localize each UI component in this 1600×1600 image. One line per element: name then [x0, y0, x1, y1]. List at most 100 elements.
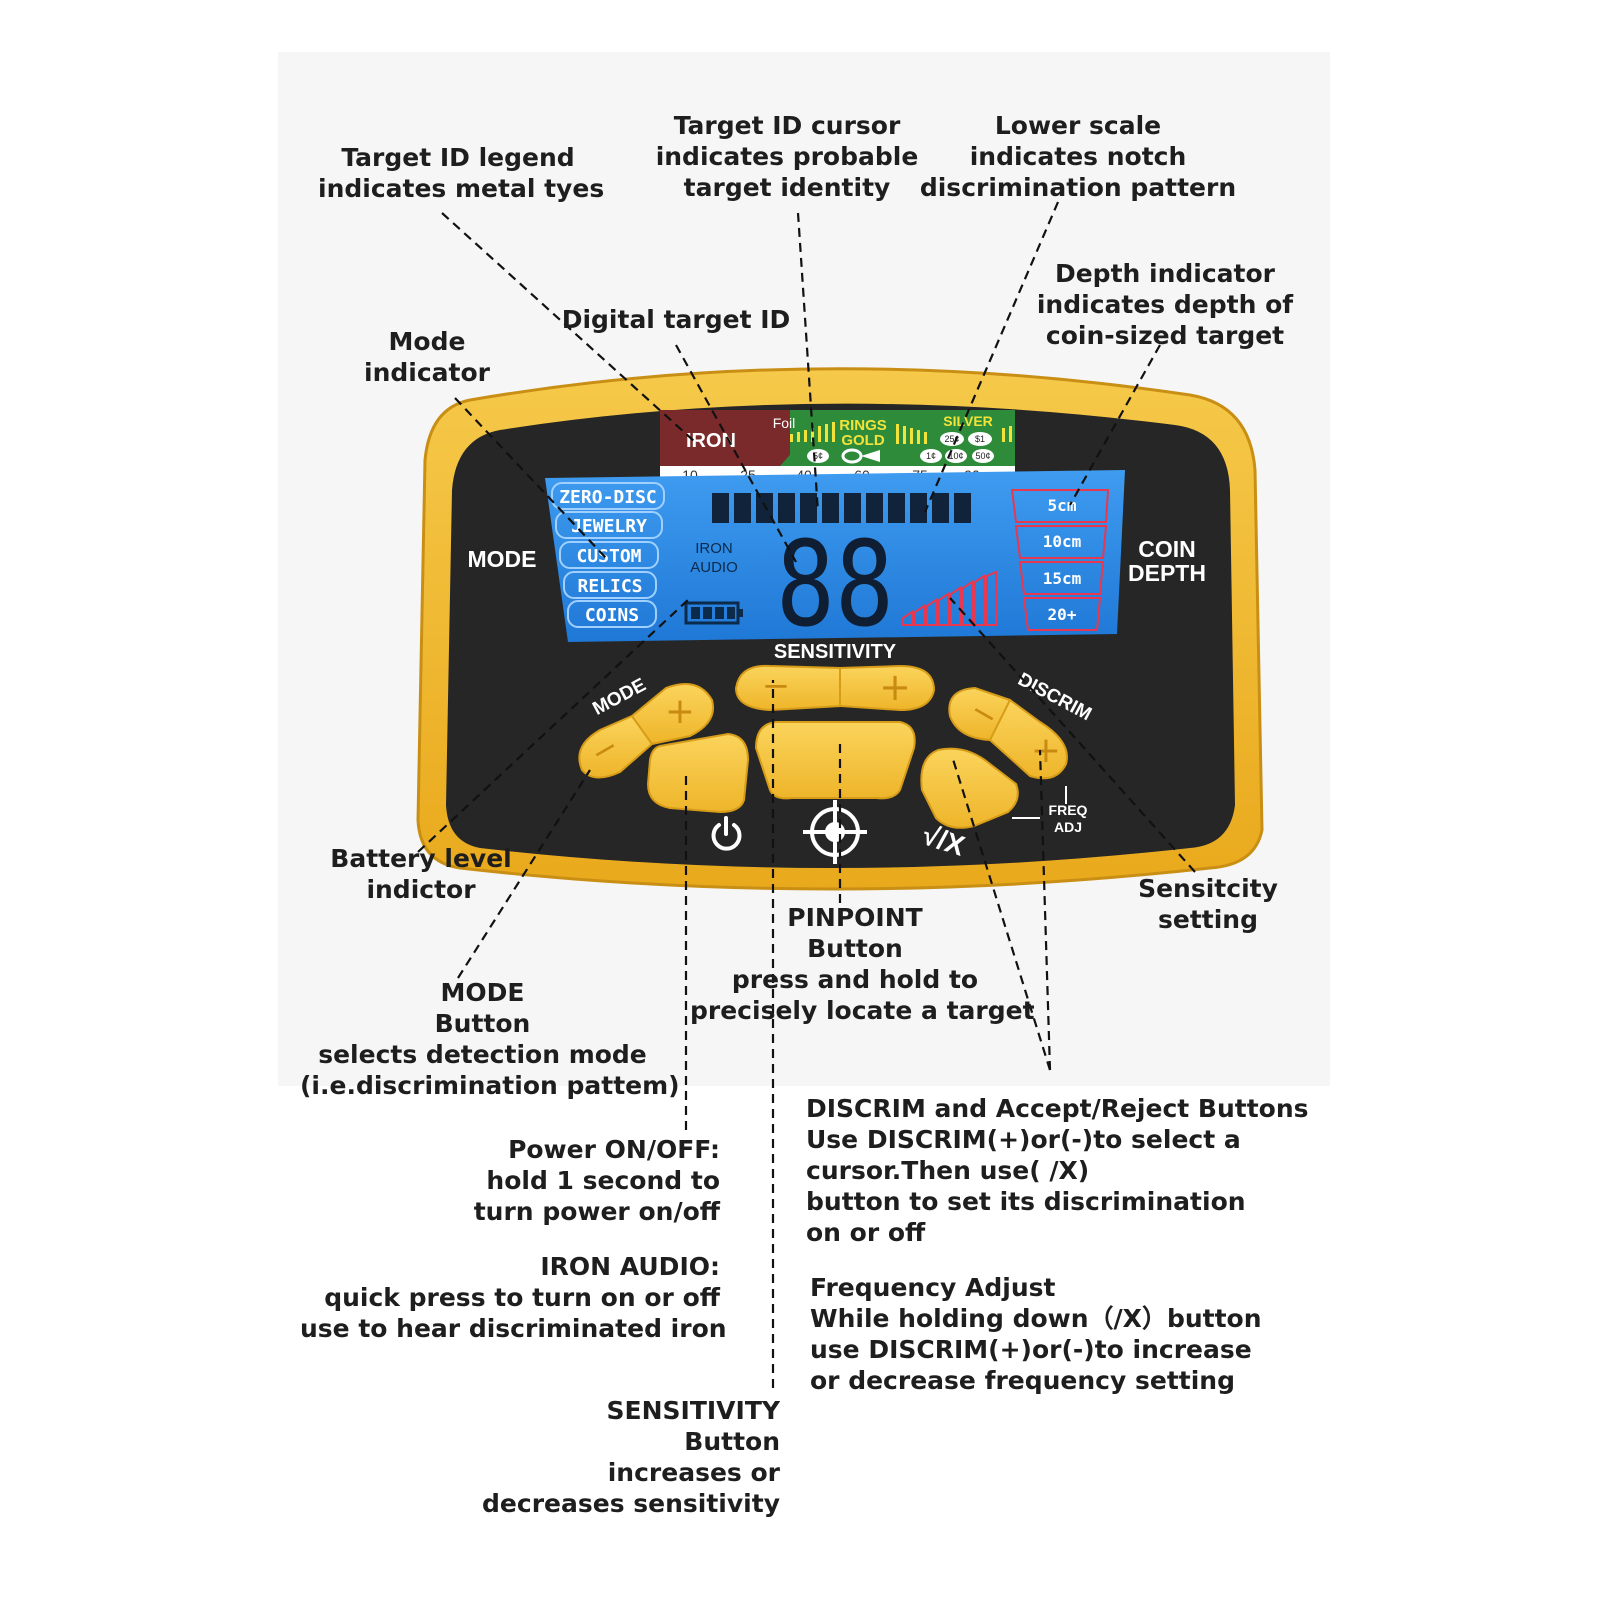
leader-mode-indicator — [454, 397, 607, 559]
callout-line: indicates depth of — [1036, 290, 1294, 319]
callout-depth-indicator: Depth indicator indicates depth of coin-… — [1030, 258, 1300, 351]
callout-line: Power ON/OFF: — [508, 1135, 720, 1164]
callout-line: Mode — [388, 327, 466, 356]
mode-plus-button[interactable] — [630, 683, 714, 746]
rings-label: RINGS — [839, 417, 887, 434]
leader-target-id-cursor — [796, 212, 820, 513]
coin-50c: 50¢ — [975, 451, 990, 461]
foil-label: Foil — [773, 415, 796, 431]
callout-lower-scale: Lower scale indicates notch discriminati… — [918, 110, 1238, 203]
digital-target-id: 88 — [776, 515, 894, 653]
mode-zero-disc: ZERO-DISC — [559, 487, 657, 508]
callout-line: Battery level — [330, 844, 512, 873]
leader-sensitivity-setting — [949, 597, 1196, 873]
ring-icon — [841, 448, 880, 464]
power-icon — [711, 816, 742, 851]
coin-5c: 5¢ — [813, 451, 823, 461]
callout-frequency: Frequency Adjust While holding down（/X）b… — [810, 1272, 1280, 1396]
iron-zone-label: IRON — [686, 430, 736, 452]
freq-adj-label-1: FREQ — [1049, 802, 1088, 818]
callout-line: PINPOINT — [787, 903, 923, 932]
callout-line: coin-sized target — [1045, 321, 1285, 350]
mode-side-label: MODE — [468, 546, 537, 572]
iron-audio-lcd-1: IRON — [695, 540, 733, 557]
depth-20-plus: 20+ — [1048, 605, 1077, 624]
coin-depth-label-1: COIN — [1138, 536, 1196, 562]
silver-label: SILVER — [943, 413, 993, 429]
callout-line: Button — [684, 1427, 780, 1456]
callout-pinpoint: PINPOINT Button press and hold to precis… — [690, 902, 1035, 1026]
pinpoint-button[interactable] — [754, 721, 916, 800]
notch-segments — [712, 493, 971, 523]
mode-coins: COINS — [585, 605, 639, 626]
leader-mode-button — [457, 769, 591, 979]
mode-indicator: ZERO-DISC JEWELRY CUSTOM RELICS COINS — [551, 482, 665, 628]
callout-line: turn power on/off — [473, 1197, 720, 1226]
callout-power: Power ON/OFF: hold 1 second to turn powe… — [420, 1134, 720, 1227]
callout-line: SENSITIVITY — [606, 1396, 780, 1425]
callout-line: button to set its discrimination — [806, 1187, 1246, 1216]
callout-line: Frequency Adjust — [810, 1273, 1056, 1302]
callout-line: indictor — [366, 875, 476, 904]
callout-line: DISCRIM and Accept/Reject Buttons — [806, 1094, 1309, 1123]
callout-mode-indicator: Mode indicator — [352, 326, 502, 388]
callout-line: target identity — [683, 173, 891, 202]
sensitivity-label: SENSITIVITY — [774, 641, 897, 663]
accept-reject-button[interactable] — [920, 747, 1019, 829]
power-button[interactable] — [646, 732, 750, 814]
sensitivity-bars — [902, 570, 997, 626]
callout-line: indicates notch — [969, 142, 1187, 171]
callout-line: Target ID cursor — [673, 111, 901, 140]
sensitivity-plus-button[interactable] — [839, 664, 936, 712]
callout-line: Button — [807, 934, 903, 963]
callout-line: While holding down（/X）button — [810, 1304, 1262, 1333]
callout-mode-button: MODE Button selects detection mode (i.e.… — [300, 977, 680, 1101]
coin-25c: 25¢ — [944, 434, 959, 444]
sensitivity-plus-sign: + — [879, 665, 911, 709]
coin-1-dollar: $1 — [975, 434, 985, 444]
sensitivity-minus-button[interactable] — [734, 664, 841, 712]
callout-line: (i.e.discrimination pattem) — [300, 1071, 680, 1100]
lcd-screen — [545, 470, 1125, 642]
callout-line: use DISCRIM(+)or(-)to increase — [810, 1335, 1252, 1364]
scale-bars — [790, 422, 1012, 444]
iron-audio-lcd-2: AUDIO — [690, 559, 738, 576]
sensitivity-minus-sign: − — [762, 666, 791, 706]
depth-10cm: 10cm — [1043, 532, 1082, 551]
leader-lower-scale — [923, 201, 1060, 513]
target-id-legend: IRON Foil RINGS GOLD SILVER 25¢ $1 5¢ 1¢… — [660, 410, 1015, 484]
mode-plus-sign: + — [665, 691, 695, 732]
callout-line: IRON AUDIO: — [540, 1252, 720, 1281]
callout-line: selects detection mode — [318, 1040, 647, 1069]
callout-sensitivity-button: SENSITIVITY Button increases or decrease… — [470, 1395, 780, 1519]
discrim-plus-sign: + — [1031, 730, 1061, 771]
callout-line: indicator — [364, 358, 490, 387]
leader-target-id-legend — [441, 212, 696, 443]
callout-line: indicates probable — [655, 142, 919, 171]
gold-label: GOLD — [841, 432, 884, 449]
callout-battery: Battery level indictor — [326, 843, 516, 905]
mode-minus-button[interactable] — [578, 714, 654, 779]
callout-line: hold 1 second to — [486, 1166, 720, 1195]
callout-line: indicates metal tyes — [318, 174, 605, 203]
leader-lines — [417, 201, 1196, 1388]
callout-sensitivity-setting: Sensitcity setting — [1128, 873, 1288, 935]
leader-frequency — [950, 755, 1052, 1071]
callout-line: Lower scale — [994, 111, 1162, 140]
callout-line: Depth indicator — [1054, 259, 1276, 288]
callout-line: increases or — [607, 1458, 780, 1487]
callout-line: setting — [1158, 905, 1258, 934]
leader-digital-target-id — [675, 344, 797, 563]
depth-indicator: 5cm 10cm 15cm 20+ — [1010, 489, 1110, 631]
leader-battery — [417, 597, 691, 853]
leader-discrim — [1038, 749, 1052, 1071]
callout-line: or decrease frequency setting — [810, 1366, 1235, 1395]
mode-relics: RELICS — [577, 576, 642, 597]
coin-1c: 1¢ — [926, 451, 936, 461]
callout-line: discrimination pattern — [919, 173, 1237, 202]
discrim-plus-button[interactable] — [988, 698, 1068, 780]
callout-line: cursor.Then use( /X) — [806, 1156, 1090, 1185]
callout-line: Use DISCRIM(+)or(-)to select a — [806, 1125, 1241, 1154]
depth-15cm: 15cm — [1043, 569, 1082, 588]
